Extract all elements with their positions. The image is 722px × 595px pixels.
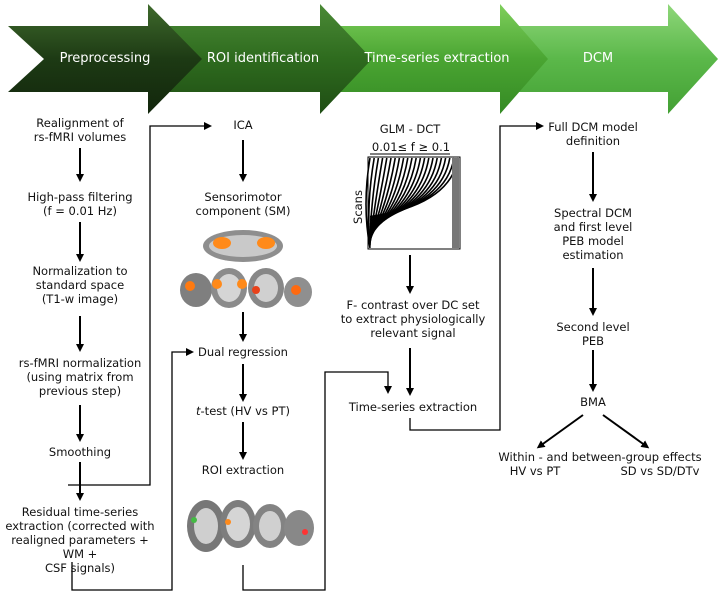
t-test-rest: -test (HV vs PT) xyxy=(200,404,290,418)
step-realignment: Realignment of rs-fMRI volumes xyxy=(33,116,127,144)
step-f-contrast: F- contrast over DC set to extract physi… xyxy=(340,298,486,340)
dct-basis-stripe xyxy=(365,157,371,249)
dct-basis-stripe xyxy=(369,157,447,222)
step-group-effects: Within - and between-group effects xyxy=(498,450,702,464)
stage-arrow-roi xyxy=(166,4,372,114)
split-arrow-left xyxy=(536,414,584,449)
step-smoothing: Smoothing xyxy=(48,445,112,459)
step-roi-extraction: ROI extraction xyxy=(201,463,285,477)
sensorimotor-brain-image xyxy=(180,230,312,308)
step-residual-time-series: Residual time-series extraction (correct… xyxy=(5,505,155,575)
step-time-series-extraction: Time-series extraction xyxy=(348,400,478,414)
step-spectral-dcm: Spectral DCM and first level PEB model e… xyxy=(553,206,633,262)
dct-basis-edge xyxy=(452,158,459,248)
dct-basis-stripe xyxy=(369,157,451,221)
step-full-dcm-definition: Full DCM model definition xyxy=(548,120,638,148)
stage-title-preprocessing: Preprocessing xyxy=(59,51,151,66)
step-second-level-peb: Second level PEB xyxy=(556,320,630,348)
step-high-pass-filtering: High-pass filtering (f = 0.01 Hz) xyxy=(27,190,133,218)
stage-arrow-dcm xyxy=(510,4,718,114)
dct-basis-stripe xyxy=(369,157,455,219)
step-bma: BMA xyxy=(580,395,606,409)
dct-scans-axis-label: Scans xyxy=(351,190,365,224)
connector-to-dual-regression xyxy=(71,348,194,591)
effect-hv-vs-pt: HV vs PT xyxy=(509,464,561,478)
step-dual-regression: Dual regression xyxy=(198,345,288,359)
dct-basis-image xyxy=(365,153,461,250)
step-rs-fmri-normalization: rs-fMRI normalization (using matrix from… xyxy=(18,356,142,398)
stage-title-dcm: DCM xyxy=(582,51,614,66)
stage-arrow-preprocessing xyxy=(8,4,202,114)
step-ica: ICA xyxy=(233,118,253,132)
stage-title-time-series-extraction: Time-series extraction xyxy=(364,51,510,66)
step-glm-dct: GLM - DCT xyxy=(379,122,441,136)
step-sensorimotor-component: Sensorimotor component (SM) xyxy=(195,190,291,218)
step-t-test: t-test (HV vs PT) xyxy=(178,404,308,418)
effect-sd-vs-sd-dtv: SD vs SD/DTv xyxy=(620,464,700,478)
connector-to-time-series xyxy=(242,371,392,591)
connector-to-ica xyxy=(68,122,212,486)
split-arrow-right xyxy=(602,414,650,449)
stage-arrow-time-series xyxy=(336,4,548,114)
stage-title-roi-identification: ROI identification xyxy=(206,51,320,66)
roi-brain-image xyxy=(187,500,314,552)
connector-to-dcm xyxy=(409,122,544,431)
t-test-italic: t xyxy=(196,404,201,418)
step-normalization: Normalization to standard space (T1-w im… xyxy=(32,264,128,306)
dct-basis-stripe xyxy=(369,157,443,224)
dct-frequency-range: 0.01≤ f ≥ 0.1 xyxy=(371,140,451,154)
